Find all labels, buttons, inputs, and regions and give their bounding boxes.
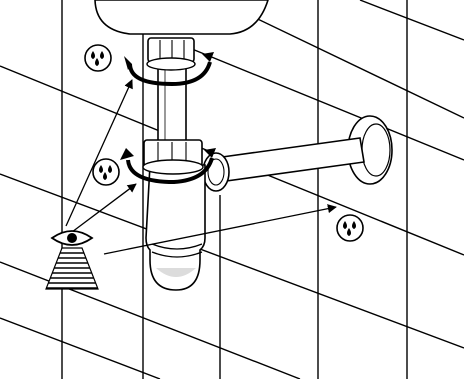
arrow-to-lower-nut xyxy=(71,183,137,233)
upper-nut xyxy=(146,37,196,71)
bottle-trap-body xyxy=(145,164,206,291)
arrow-to-upper-nut xyxy=(65,79,133,227)
lower-nut xyxy=(142,139,204,175)
vertical-tailpiece xyxy=(157,59,187,151)
wall-flange xyxy=(347,115,393,185)
water-drops-icon xyxy=(84,44,112,72)
inspection-arrows xyxy=(65,79,337,255)
tighten-rotation-arrow-icon xyxy=(120,148,216,185)
washbasin xyxy=(94,0,269,35)
water-drops-icon xyxy=(92,158,120,186)
tighten-rotation-arrow-icon xyxy=(124,52,214,87)
arrow-to-drain-pipe xyxy=(103,204,337,255)
water-drops-icon xyxy=(336,214,364,242)
drain-pipe xyxy=(202,137,365,192)
inspect-eye-icon xyxy=(45,230,99,290)
